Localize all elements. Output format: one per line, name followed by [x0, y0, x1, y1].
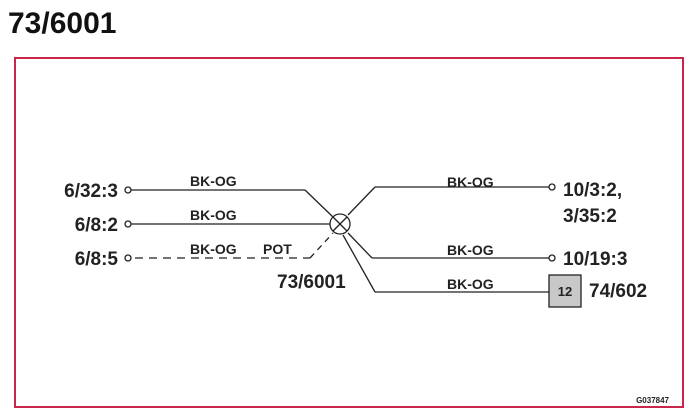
terminal-right-2 — [548, 254, 556, 262]
diagram-frame — [14, 57, 684, 408]
wire-right-3-slant — [342, 234, 376, 293]
connector-box-number: 12 — [558, 284, 572, 299]
wire-left-3-slant — [309, 232, 334, 259]
left-wire-extra-label-3: POT — [263, 241, 292, 257]
left-terminal-label-3: 6/8:5 — [75, 249, 119, 270]
connector-box — [548, 274, 582, 308]
terminal-left-2 — [124, 220, 132, 228]
right-wire-label-2: BK-OG — [447, 242, 494, 258]
splice-label: 73/6001 — [277, 272, 346, 293]
diagram-title: 73/6001 — [8, 7, 117, 40]
left-terminal-label-1: 6/32:3 — [64, 181, 118, 202]
wire-right-1-slant — [347, 186, 376, 216]
terminal-right-1 — [548, 183, 556, 191]
left-wire-label-2: BK-OG — [190, 207, 237, 223]
right-wire-label-1: BK-OG — [447, 174, 494, 190]
left-wire-label-3: BK-OG — [190, 241, 237, 257]
left-terminal-label-2: 6/8:2 — [75, 215, 118, 236]
right-terminal-label-3: 74/602 — [589, 281, 647, 302]
terminal-left-3 — [124, 254, 132, 262]
right-terminal-label-1a: 10/3:2, — [563, 180, 622, 201]
terminal-left-1 — [124, 186, 132, 194]
right-terminal-label-1b: 3/35:2 — [563, 206, 617, 227]
figure-code: G037847 — [636, 396, 669, 405]
left-wire-label-1: BK-OG — [190, 173, 237, 189]
wire-left-1-slant — [304, 189, 334, 218]
wire-right-2-slant — [347, 232, 373, 259]
right-terminal-label-2: 10/19:3 — [563, 249, 627, 270]
right-wire-label-3: BK-OG — [447, 276, 494, 292]
